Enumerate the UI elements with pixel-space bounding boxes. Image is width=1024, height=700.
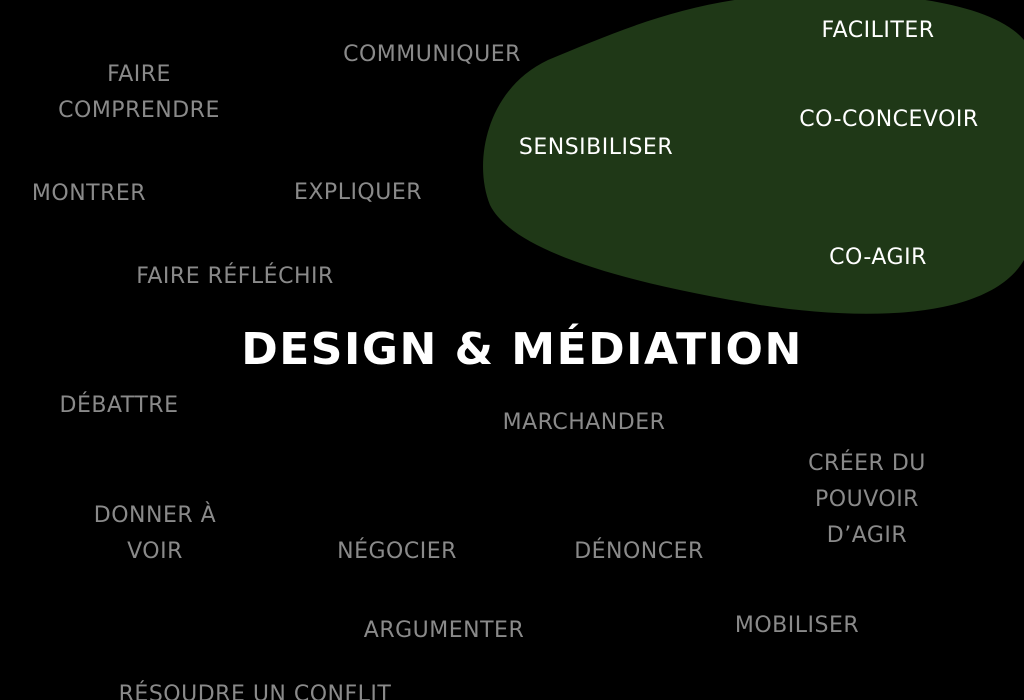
word-argumenter: ARGUMENTER	[363, 618, 525, 643]
word-co-agir: CO-AGIR	[829, 245, 927, 270]
word-marchander: MARCHANDER	[502, 410, 666, 435]
word-denoncer: DÉNONCER	[574, 539, 704, 564]
page-title: DESIGN & MÉDIATION	[241, 324, 803, 375]
word-co-concevoir: CO-CONCEVOIR	[799, 107, 979, 132]
word-faire-comprendre-line2: COMPRENDRE	[58, 98, 220, 123]
word-faciliter: FACILITER	[821, 18, 935, 43]
word-negocier: NÉGOCIER	[337, 539, 457, 564]
word-mobiliser: MOBILISER	[734, 613, 860, 638]
word-expliquer: EXPLIQUER	[293, 180, 423, 205]
word-donner-line1: DONNER À	[93, 503, 217, 528]
word-montrer: MONTRER	[31, 181, 147, 206]
word-donner-line2: VOIR	[127, 539, 183, 564]
word-sensibiliser: SENSIBILISER	[518, 135, 674, 160]
word-creer-line2: POUVOIR	[815, 487, 919, 512]
word-faire-reflechir: FAIRE RÉFLÉCHIR	[136, 264, 334, 289]
word-debattre: DÉBATTRE	[59, 393, 179, 418]
word-faire-comprendre-line1: FAIRE	[107, 62, 171, 87]
word-creer-line3: D’AGIR	[826, 523, 908, 548]
word-resoudre-un-conflit: RÉSOUDRE UN CONFLIT	[118, 682, 392, 700]
word-creer-line1: CRÉER DU	[808, 451, 926, 476]
word-communiquer: COMMUNIQUER	[343, 42, 521, 67]
